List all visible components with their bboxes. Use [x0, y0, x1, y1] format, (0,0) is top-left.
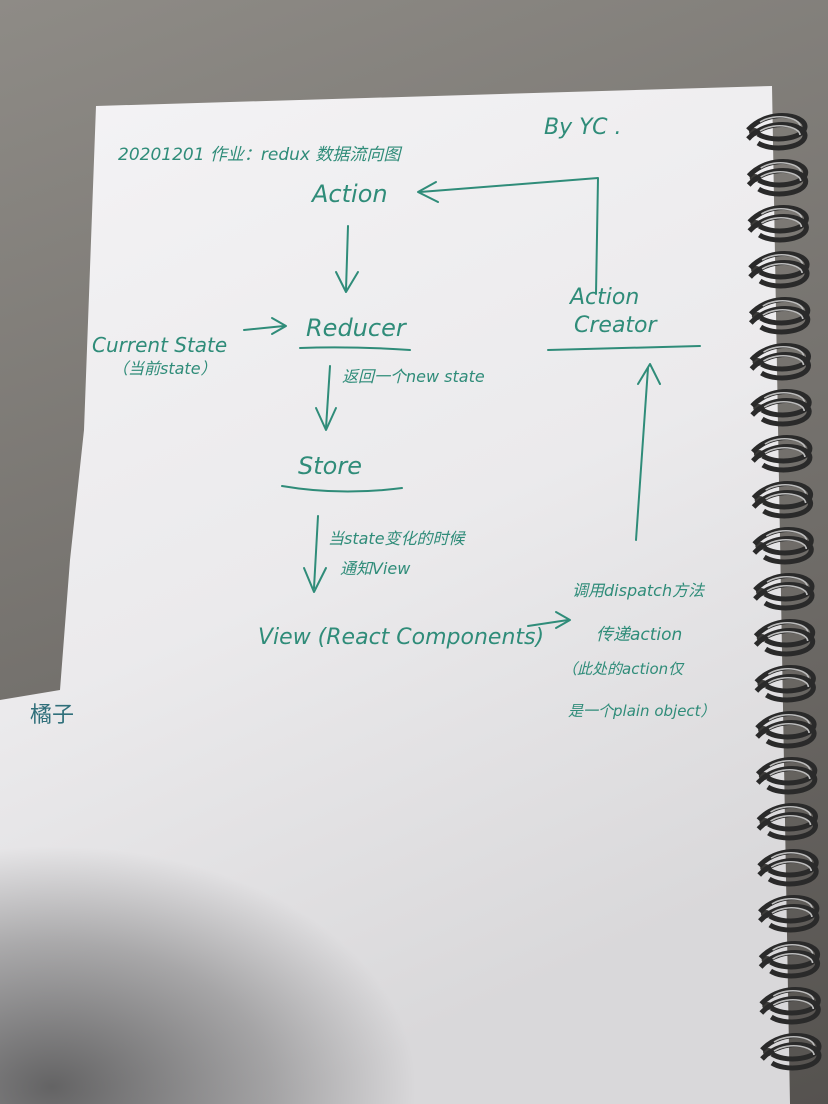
arrow-store-to-view	[313, 515, 319, 589]
node-current-state: Current State	[92, 333, 227, 357]
spiral-coil-highlight	[770, 805, 812, 817]
spiral-coil-highlight	[769, 768, 811, 780]
reducer-underline	[299, 346, 411, 351]
spiral-coil-highlight	[770, 814, 812, 826]
header-title: 20201201 作业：redux 数据流向图	[118, 145, 402, 165]
spiral-coil-highlight	[765, 492, 807, 504]
spiral-coil-highlight	[759, 115, 801, 127]
spiral-coil-highlight	[765, 538, 808, 550]
arrowhead-store-to-view	[303, 567, 327, 593]
arrowhead-dispatch-to-creator	[637, 363, 661, 385]
spiral-coil-highlight	[762, 299, 804, 311]
arrowhead-creator-to-action	[417, 181, 439, 203]
spiral-coil-highlight	[764, 446, 806, 458]
node-current-state-note: （当前state）	[112, 359, 217, 378]
arrowhead-view-to-dispatch	[555, 611, 571, 629]
spiral-coil-highlight	[766, 584, 808, 596]
arrowhead-action-to-reducer	[335, 271, 359, 293]
spiral-coil-highlight	[762, 308, 804, 320]
arrow-reducer-to-store	[325, 365, 331, 429]
edge-dispatch-1: 调用dispatch方法	[572, 581, 706, 600]
node-action-creator-1: Action	[568, 285, 639, 310]
arrow-view-to-dispatch	[527, 619, 569, 627]
edge-dispatch-2: 传递action	[596, 625, 682, 645]
spiral-coil-highlight	[764, 437, 806, 449]
edge-store-view-label-1: 当state变化的时候	[328, 529, 467, 548]
spiral-coil-highlight	[772, 943, 814, 955]
node-action: Action	[310, 180, 388, 208]
edge-reducer-store-label: 返回一个new state	[342, 367, 485, 386]
spiral-coil-highlight	[761, 253, 803, 265]
spiral-binding	[746, 113, 822, 1071]
spiral-coil-highlight	[763, 354, 805, 366]
node-reducer: Reducer	[306, 314, 408, 342]
spiral-coil-highlight	[767, 667, 810, 679]
arrow-action-to-reducer	[345, 225, 349, 291]
edge-note-1: （此处的action仅	[562, 660, 685, 678]
spiral-coil-highlight	[760, 216, 803, 228]
spiral-coil-highlight	[760, 207, 803, 219]
spiral-coil-highlight	[772, 998, 815, 1010]
hand-shadow	[0, 760, 520, 1104]
spiral-coil-highlight	[769, 759, 811, 771]
spiral-coil-highlight	[766, 575, 808, 587]
spiral-coil-highlight	[767, 676, 810, 688]
signature: 橘子	[30, 703, 74, 728]
arrow-current-state-to-reducer	[243, 325, 285, 331]
arrow-dispatch-to-creator	[635, 367, 649, 541]
arrowhead-current-state	[271, 317, 287, 335]
spiral-coil-highlight	[767, 621, 809, 633]
spiral-coil-highlight	[773, 1035, 815, 1047]
spiral-coil-highlight	[768, 722, 810, 734]
header-author: By YC .	[544, 115, 622, 140]
arrowhead-reducer-to-store	[315, 407, 337, 431]
spiral-coil-highlight	[765, 529, 808, 541]
spiral-coil-highlight	[772, 952, 814, 964]
spiral-coil-highlight	[765, 483, 807, 495]
spiral-coil-highlight	[773, 1044, 815, 1056]
arrow-creator-to-action	[419, 177, 599, 295]
spiral-coil-highlight	[771, 906, 813, 918]
spiral-coil-highlight	[759, 124, 801, 136]
spiral-coil-highlight	[763, 345, 805, 357]
edge-note-2: 是一个plain object）	[568, 702, 716, 720]
spiral-coil-highlight	[763, 391, 805, 403]
spiral-coil-highlight	[760, 161, 802, 173]
store-underline	[281, 485, 403, 493]
creator-underline	[547, 345, 701, 351]
spiral-coil-highlight	[767, 630, 809, 642]
spiral-coil-highlight	[770, 860, 812, 872]
spiral-coil-highlight	[772, 989, 815, 1001]
spiral-coil-highlight	[771, 897, 813, 909]
node-view: View (React Components)	[258, 625, 544, 650]
node-store: Store	[298, 452, 362, 480]
node-action-creator-2: Creator	[574, 313, 659, 338]
edge-store-view-label-2: 通知View	[340, 559, 411, 578]
spiral-coil-highlight	[760, 170, 802, 182]
spiral-coil-highlight	[761, 262, 803, 274]
spiral-coil-highlight	[770, 851, 812, 863]
spiral-coil-highlight	[768, 713, 810, 725]
spiral-coil-highlight	[763, 400, 805, 412]
